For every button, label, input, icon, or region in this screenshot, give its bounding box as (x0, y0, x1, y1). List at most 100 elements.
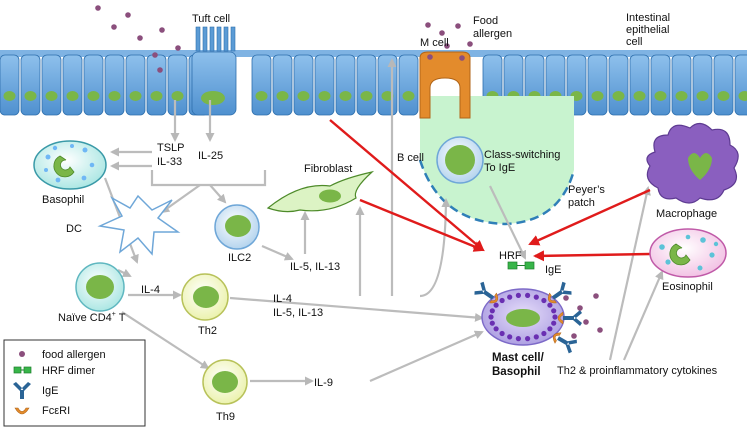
allergen-dot (159, 27, 165, 33)
epithelial-cell (587, 54, 608, 116)
ige-label: IgE (545, 264, 562, 276)
b-cell-label: B cell (397, 152, 424, 164)
intestinal-label-line2: epithelial (626, 24, 669, 36)
mast-granule (533, 334, 539, 340)
mast-granule (493, 302, 499, 308)
epithelial-cell (377, 54, 398, 116)
macrophage-label: Macrophage (656, 208, 717, 220)
epithelial-cell (713, 54, 734, 116)
mast-granule (515, 336, 522, 342)
mast-granule (547, 302, 553, 308)
epithelial-cell (671, 54, 692, 116)
mast-granule (507, 334, 513, 340)
macrophage-cell (646, 122, 739, 204)
mast-granule (488, 314, 494, 320)
food-allergen-label-line2: allergen (473, 28, 512, 40)
epithelial-cell (314, 54, 335, 116)
legend-label-allergen: food allergen (42, 349, 106, 361)
peyers-patch (420, 96, 574, 224)
legend-label-fceri: FcεRI (42, 405, 70, 417)
mast-granule (489, 308, 495, 314)
allergen-dot (427, 54, 433, 60)
epithelial-cell (83, 54, 104, 116)
class-switch-label-line2: To IgE (484, 162, 515, 174)
allergen-dot (125, 12, 131, 18)
allergen-dot (593, 293, 599, 299)
th2-label: Th2 (198, 325, 217, 337)
allergen-dot (455, 23, 461, 29)
epithelial-cell (650, 54, 671, 116)
allergen-dot (563, 295, 569, 301)
basophil-label: Basophil (42, 194, 84, 206)
epithelial-cell (41, 54, 62, 116)
allergen-dot (439, 30, 445, 36)
allergen-dot (571, 333, 577, 339)
hrf-dimer-legend-icon (13, 366, 32, 374)
epithelial-cell (734, 54, 747, 116)
epithelial-cell (0, 54, 20, 116)
food-allergen-dots (95, 5, 603, 339)
legend: food allergen HRF dimer IgE FcεRI (3, 339, 146, 427)
allergen-dot (583, 319, 589, 325)
epithelial-cell (692, 54, 713, 116)
il33-label: IL-33 (157, 156, 182, 168)
mast-granule (499, 330, 505, 337)
epithelial-cell (251, 54, 272, 116)
intestinal-label-line3: cell (626, 36, 643, 48)
mast-granule (515, 292, 522, 298)
epithelial-cell (608, 54, 629, 116)
ige-antibody-icon (13, 382, 31, 399)
epithelial-cell (104, 54, 125, 116)
allergen-dot (175, 45, 181, 51)
hrf-dimer-icon (507, 261, 535, 270)
peyers-label-line1: Peyer’s (568, 184, 605, 196)
allergen-dot (111, 24, 117, 30)
ige-fceri-receptor (552, 332, 577, 354)
epithelial-cell (398, 54, 419, 116)
th2-cell (181, 273, 229, 321)
il4-label-a: IL-4 (141, 284, 160, 296)
mast-granule (489, 320, 495, 326)
allergen-dot (577, 305, 583, 311)
eosinophil-label: Eosinophil (662, 281, 713, 293)
th9-label: Th9 (216, 411, 235, 423)
dc-label: DC (66, 223, 82, 235)
fibroblast-cell (266, 170, 375, 213)
epithelial-cell (293, 54, 314, 116)
tuft-cell (191, 51, 237, 116)
mast-granule (541, 297, 547, 304)
allergen-dot (95, 5, 101, 11)
mast-granule (499, 297, 505, 304)
epithelial-cell (629, 54, 650, 116)
epithelial-cell (167, 54, 188, 116)
th9-cell (202, 359, 248, 405)
red-arrows (329, 119, 651, 262)
gray-arrows (103, 58, 664, 386)
m-cell (419, 51, 471, 119)
allergen-dot (157, 67, 163, 73)
epithelial-cell (335, 54, 356, 116)
epithelial-cell (272, 54, 293, 116)
allergen-dot (425, 22, 431, 28)
naive-cd4-t-cell (75, 262, 125, 312)
class-switch-label-line1: Class-switching (484, 149, 560, 161)
mast-granule (551, 320, 557, 326)
allergen-dot (467, 41, 473, 47)
il5-il13-label-b: IL-5, IL-13 (273, 307, 323, 319)
allergen-dot (152, 52, 158, 58)
allergen-dot (597, 327, 603, 333)
peyers-label-line2: patch (568, 197, 595, 209)
mast-granule (533, 294, 539, 300)
mast-cell-label-line2: Basophil (492, 366, 541, 378)
epithelial-cell (146, 54, 167, 116)
legend-label-hrf: HRF dimer (42, 365, 96, 377)
epithelial-cell (356, 54, 377, 116)
fibroblast-label: Fibroblast (304, 163, 352, 175)
basophil-cell (33, 140, 107, 190)
epithelial-cell (62, 54, 83, 116)
intestinal-label-line1: Intestinal (626, 12, 670, 24)
mast-cell (481, 288, 565, 346)
peyers-patch-border (418, 159, 576, 226)
ige-fceri-receptor (557, 310, 582, 326)
